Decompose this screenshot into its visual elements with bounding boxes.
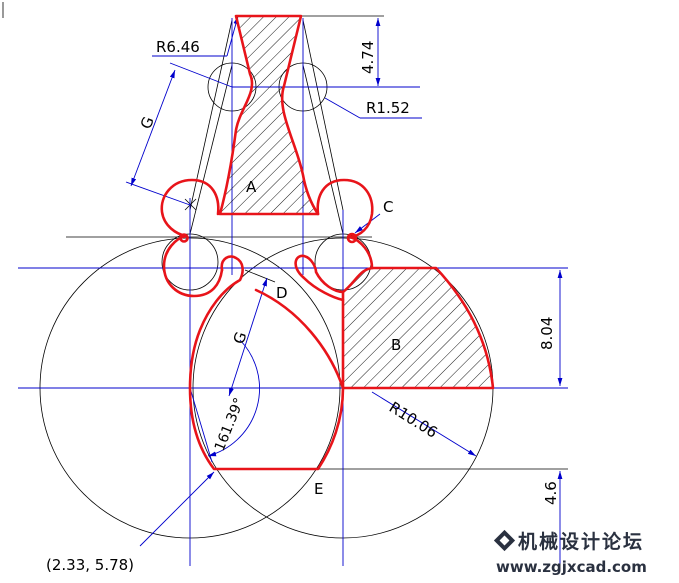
region-a-hatch	[220, 16, 318, 214]
r646-leader-diag	[226, 15, 239, 57]
watermark-url: www.zgjxcad.com	[496, 558, 647, 576]
dim-g-top-ext-b	[125, 181, 191, 206]
dim-g-top-line	[130, 69, 176, 187]
label-46: 4.6	[542, 481, 560, 505]
angle-ray	[189, 387, 213, 463]
label-804: 8.04	[538, 317, 556, 350]
watermark-logo-icon	[493, 529, 516, 552]
r152-leader	[324, 97, 361, 119]
angle-arc	[207, 339, 260, 457]
tangent-left	[189, 19, 233, 211]
d-leader-line	[244, 269, 276, 283]
dim-g-top-ext-a	[169, 62, 233, 88]
dimension-lines	[18, 15, 568, 566]
left-small-loop	[179, 233, 189, 243]
crossmark-b	[184, 198, 197, 211]
tangent-right-2	[302, 64, 344, 235]
label-angle: 161.39°	[212, 396, 248, 454]
part-outline	[160, 14, 495, 471]
label-point-d: D	[276, 284, 288, 302]
upper-body-outline	[218, 14, 320, 216]
label-coordinate: (2.33, 5.78)	[46, 556, 134, 574]
label-r646: R6.46	[156, 38, 200, 56]
r1006-leader	[371, 391, 477, 457]
c-leader	[354, 213, 381, 234]
watermark: 机械设计论坛 www.zgjxcad.com	[493, 529, 647, 576]
label-region-b: B	[391, 336, 401, 354]
right-small-loop	[346, 232, 358, 244]
right-neck	[348, 235, 374, 270]
label-g-top: G	[137, 114, 158, 131]
left-neck	[162, 234, 224, 298]
label-r152: R1.52	[366, 99, 410, 117]
label-474: 4.74	[359, 41, 377, 74]
label-point-e: E	[314, 480, 323, 498]
watermark-cn-text: 机械设计论坛	[518, 530, 644, 553]
dim-g-mid-line	[228, 277, 268, 397]
tangent-right	[302, 19, 344, 211]
lower-body-outline	[188, 386, 345, 471]
right-inner-curl	[294, 254, 345, 302]
coord-leader	[139, 471, 215, 547]
label-region-a: A	[246, 178, 257, 196]
right-head-loop	[316, 178, 374, 239]
left-inner-curl	[188, 255, 244, 390]
left-head-loop	[160, 178, 220, 238]
center-lower-arc	[254, 288, 345, 390]
tangent-left-2	[189, 64, 233, 235]
region-b-hatch	[343, 268, 493, 388]
label-r1006: R10.06	[386, 398, 441, 442]
right-upper-shoulder	[341, 266, 495, 390]
label-g-mid: G	[230, 330, 251, 347]
label-point-c: C	[383, 198, 393, 216]
